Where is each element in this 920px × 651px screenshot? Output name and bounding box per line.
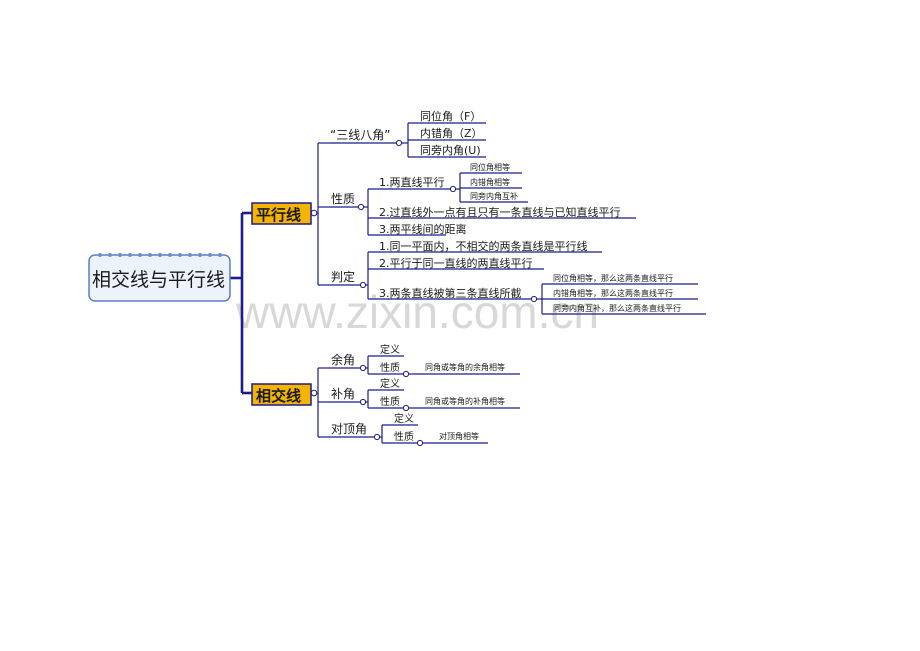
- yujiao-def[interactable]: 定义: [380, 343, 400, 356]
- panding-d3-item-3[interactable]: 同旁内角互补，那么这两条直线平行: [553, 303, 681, 313]
- bujiao-def[interactable]: 定义: [380, 377, 400, 390]
- intersect-branch-node[interactable]: 相交线: [251, 383, 312, 406]
- root-node[interactable]: 相交线与平行线: [88, 253, 231, 302]
- root-label: 相交线与平行线: [92, 269, 225, 291]
- sanxian-item-1[interactable]: 同位角（F）: [420, 109, 481, 123]
- sanxian-item-3[interactable]: 同旁内角(U): [420, 143, 481, 157]
- xingzhi-p1-item-3[interactable]: 同旁内角互补: [470, 191, 518, 201]
- yujiao-label[interactable]: 余角: [331, 352, 355, 367]
- panding-d2[interactable]: 2.平行于同一直线的两直线平行: [379, 256, 533, 270]
- intersect-branch-label: 相交线: [256, 387, 301, 405]
- spiral-binding-icon: [98, 253, 222, 257]
- sanxian-label[interactable]: “三线八角”: [330, 128, 390, 142]
- bujiao-prop-text[interactable]: 同角或等角的补角相等: [425, 396, 505, 406]
- panding-d3-label[interactable]: 3.两条直线被第三条直线所截: [379, 286, 522, 300]
- duiding-prop[interactable]: 性质: [394, 430, 414, 443]
- connector-lines: [230, 122, 706, 444]
- panding-d1[interactable]: 1.同一平面内，不相交的两条直线是平行线: [379, 239, 588, 253]
- bujiao-label[interactable]: 补角: [331, 387, 355, 401]
- parallel-branch-node[interactable]: 平行线: [251, 202, 312, 225]
- panding-d3-item-1[interactable]: 同位角相等，那么这两条直线平行: [553, 273, 673, 283]
- xingzhi-p1-label[interactable]: 1.两直线平行: [379, 175, 445, 189]
- yujiao-prop[interactable]: 性质: [380, 361, 400, 374]
- duiding-def[interactable]: 定义: [394, 412, 414, 425]
- xingzhi-p1-item-2[interactable]: 内错角相等: [470, 177, 510, 187]
- node-circles: [310, 139, 538, 447]
- sanxian-item-2[interactable]: 内错角（Z）: [420, 126, 483, 140]
- xingzhi-p1-item-1[interactable]: 同位角相等: [470, 162, 510, 172]
- xingzhi-p2[interactable]: 2.过直线外一点有且只有一条直线与已知直线平行: [379, 205, 621, 219]
- watermark-text: www.zixin.com.cn: [235, 286, 599, 338]
- bujiao-prop[interactable]: 性质: [380, 395, 400, 408]
- parallel-branch-label: 平行线: [256, 206, 301, 224]
- yujiao-prop-text[interactable]: 同角或等角的余角相等: [425, 362, 505, 372]
- duiding-label[interactable]: 对顶角: [331, 422, 367, 436]
- duiding-prop-text[interactable]: 对顶角相等: [439, 431, 479, 441]
- panding-label[interactable]: 判定: [331, 269, 355, 284]
- panding-d3-item-2[interactable]: 内错角相等，那么这两条直线平行: [553, 288, 673, 298]
- xingzhi-label[interactable]: 性质: [331, 192, 355, 206]
- xingzhi-p3[interactable]: 3.两平线间的距离: [379, 222, 467, 236]
